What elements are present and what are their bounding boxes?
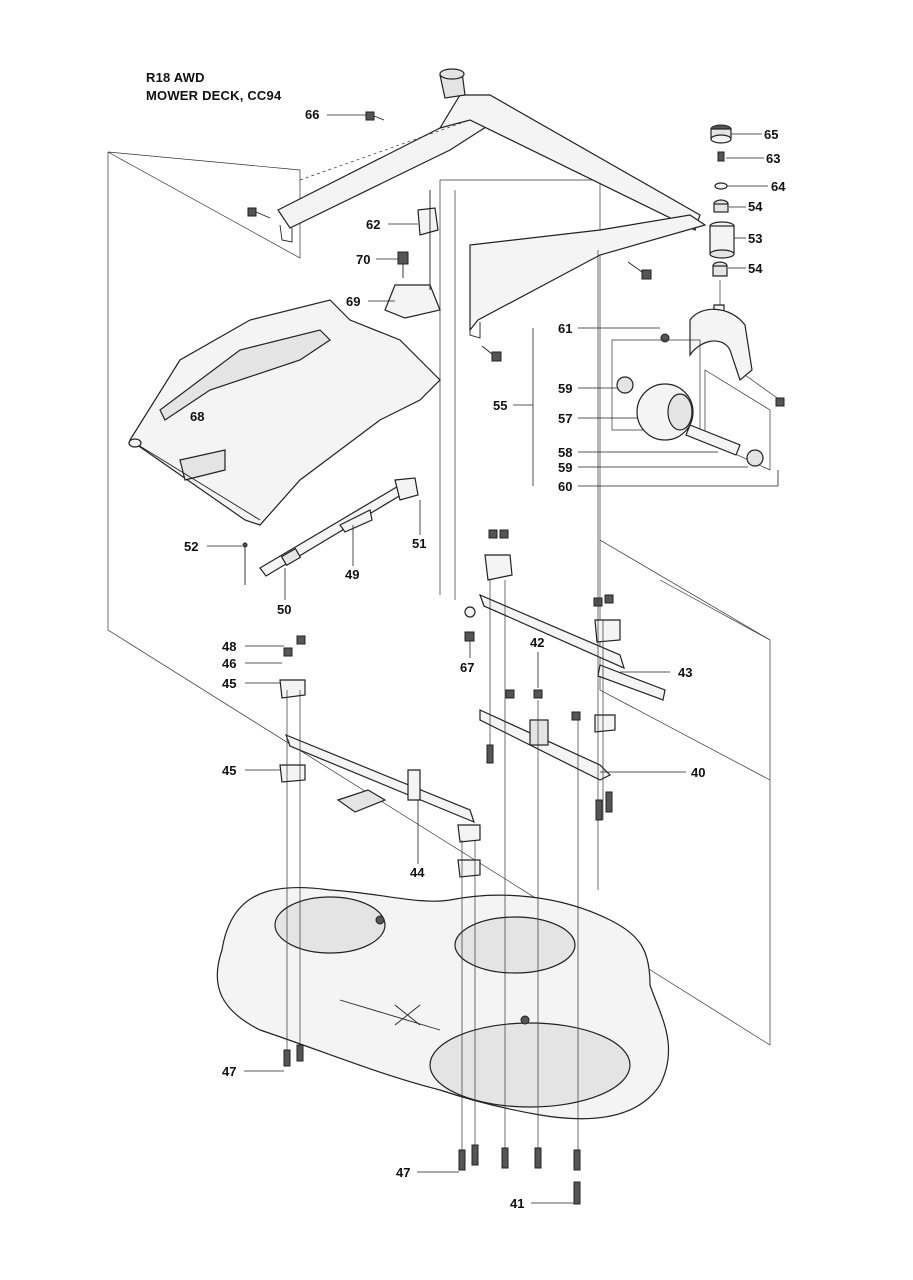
callout-64: 64	[771, 179, 786, 194]
frame-bolts	[247, 111, 652, 362]
callout-42: 42	[530, 635, 544, 650]
diagram-section-title: MOWER DECK, CC94	[146, 88, 282, 103]
callout-69: 69	[346, 294, 360, 309]
caster-stack	[709, 124, 735, 277]
callout-57: 57	[558, 411, 572, 426]
lift-brackets	[384, 190, 441, 319]
callout-47-bottom: 47	[396, 1165, 410, 1180]
callout-47-left: 47	[222, 1064, 236, 1079]
callout-50: 50	[277, 602, 291, 617]
deck-mount-bolts	[283, 744, 613, 1205]
callout-49: 49	[345, 567, 359, 582]
deck-lift-frame	[277, 68, 707, 339]
callout-44: 44	[410, 865, 425, 880]
callout-62: 62	[366, 217, 380, 232]
front-lift-shaft	[279, 635, 481, 878]
assembly-guide-lines	[286, 250, 721, 1150]
lift-rod-assembly	[242, 477, 419, 585]
callout-45-top: 45	[222, 676, 236, 691]
callout-48: 48	[222, 639, 236, 654]
callout-65: 65	[764, 127, 778, 142]
callout-46: 46	[222, 656, 236, 671]
callout-61: 61	[558, 321, 572, 336]
callout-52: 52	[184, 539, 198, 554]
callout-45-bottom: 45	[222, 763, 236, 778]
callout-60: 60	[558, 479, 572, 494]
callout-41: 41	[510, 1196, 524, 1211]
callout-40: 40	[691, 765, 705, 780]
callout-58: 58	[558, 445, 572, 460]
callout-43: 43	[678, 665, 692, 680]
caster-wheel-group	[611, 304, 785, 471]
rear-hanger-shaft	[464, 529, 666, 701]
callout-53: 53	[748, 231, 762, 246]
callout-59-bottom: 59	[558, 460, 572, 475]
callout-54-top: 54	[748, 199, 763, 214]
callout-67: 67	[460, 660, 474, 675]
callout-54-bottom: 54	[748, 261, 763, 276]
callout-55: 55	[493, 398, 507, 413]
diagram-model-title: R18 AWD	[146, 70, 205, 85]
mower-deck-housing	[216, 886, 670, 1120]
callout-70: 70	[356, 252, 370, 267]
callout-68: 68	[190, 409, 204, 424]
callout-leaders	[207, 114, 779, 1204]
callout-63: 63	[766, 151, 780, 166]
lift-arm	[128, 299, 441, 526]
callout-51: 51	[412, 536, 426, 551]
callout-59-top: 59	[558, 381, 572, 396]
rear-deck-bracket	[479, 689, 616, 781]
callout-66: 66	[305, 107, 319, 122]
callout-labels: 66 65 63 64 54 53 54 62 70 69 61 59 55 5…	[184, 107, 786, 1211]
